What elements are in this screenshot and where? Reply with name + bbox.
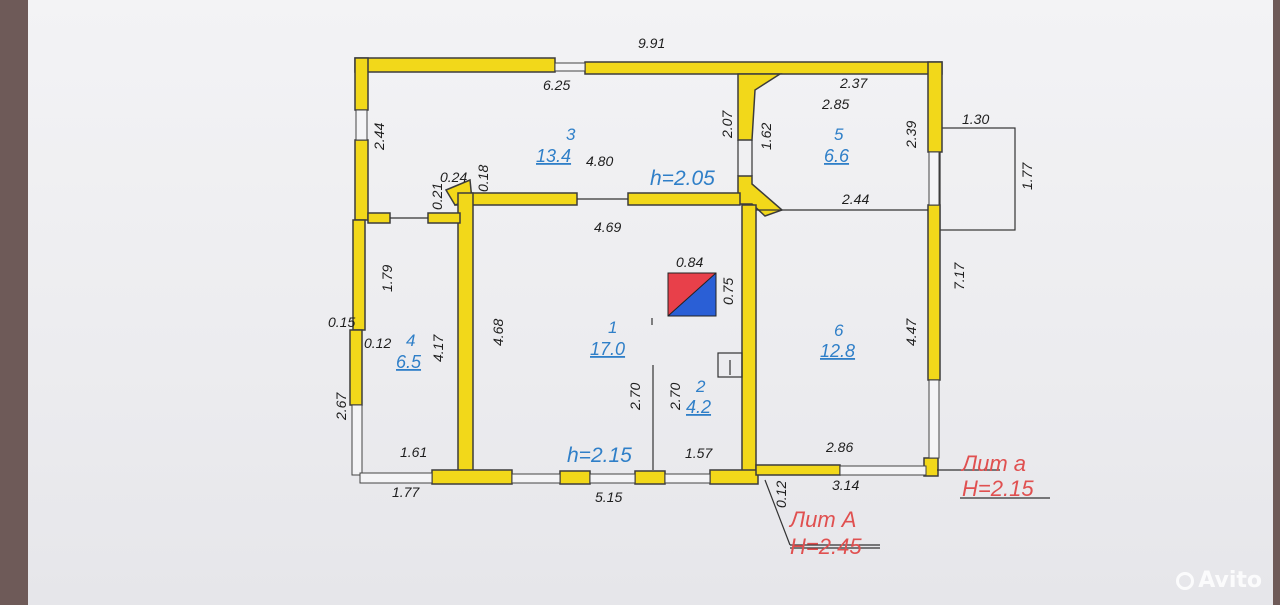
paper-sheet — [28, 0, 1273, 605]
room-5-number: 5 — [834, 125, 844, 144]
window-bottom-left — [359, 472, 433, 484]
dim-1-77-bottom: 1.77 — [392, 484, 420, 500]
dim-2-07: 2.07 — [719, 110, 735, 139]
wall-right-lower — [927, 204, 941, 381]
room-3-area: 13.4 — [536, 146, 571, 166]
wall-left-upper — [354, 57, 369, 111]
dim-2-39: 2.39 — [903, 121, 919, 149]
window-left-upper — [355, 109, 368, 141]
dim-4-69: 4.69 — [594, 219, 621, 235]
window-bottom-mid1 — [511, 473, 561, 484]
stove — [667, 272, 717, 317]
room-5-area: 6.6 — [824, 146, 850, 166]
annex-outline — [939, 127, 1016, 231]
dim-0-15: 0.15 — [328, 314, 355, 330]
room-2-area: 4.2 — [686, 397, 711, 417]
room-6-number: 6 — [834, 321, 844, 340]
dimension-labels: 9.91 6.25 2.37 1.30 1.77 2.44 4.80 2.07 … — [328, 35, 1035, 508]
dim-2-44-left: 2.44 — [371, 123, 387, 151]
room-4-area: 6.5 — [396, 352, 422, 372]
dim-7-17: 7.17 — [951, 262, 967, 290]
avito-watermark: Avito — [1176, 568, 1262, 593]
dim-2-70-a: 2.70 — [627, 383, 643, 411]
room-1-area: 17.0 — [590, 339, 625, 359]
wall-top-right — [584, 61, 943, 75]
litera-small: Лит а — [960, 451, 1026, 476]
wall-left-bottom — [349, 329, 363, 406]
window-right-upper — [928, 151, 940, 206]
dim-0-84: 0.84 — [676, 254, 703, 270]
dim-4-68: 4.68 — [490, 319, 506, 346]
ceiling-height-lower: h=2.15 — [567, 444, 632, 467]
wall-partition-4-1 — [457, 192, 474, 484]
dim-2-67: 2.67 — [333, 392, 349, 421]
window-bottom-right — [839, 465, 927, 476]
wall-right-upper — [927, 61, 943, 153]
dim-4-17: 4.17 — [430, 334, 446, 362]
litera-big-height: H=2.45 — [790, 534, 862, 559]
window-bottom-mid3 — [664, 473, 711, 484]
dim-0-18: 0.18 — [475, 165, 491, 192]
dim-1-62: 1.62 — [758, 123, 774, 150]
wall-bottom-b — [559, 470, 591, 485]
wall-top-left — [354, 57, 556, 73]
dim-0-21: 0.21 — [429, 183, 445, 210]
dim-0-12-bottom: 0.12 — [773, 481, 789, 508]
room-3-number: 3 — [566, 125, 576, 144]
watermark-text: Avito — [1198, 568, 1262, 593]
window-left-lower — [351, 404, 363, 476]
dim-4-47: 4.47 — [903, 318, 919, 346]
litera-big: Лит А — [788, 507, 856, 532]
wall-stub-left — [367, 212, 391, 224]
room-1-number: 1 — [608, 318, 617, 337]
wall-stub-right — [427, 212, 461, 224]
dim-2-85: 2.85 — [821, 96, 849, 112]
wall-bottom-c — [634, 470, 666, 485]
room-6-area: 12.8 — [820, 341, 855, 361]
windows — [351, 62, 940, 484]
wall-bottom-a — [431, 469, 513, 485]
dim-4-80: 4.80 — [586, 153, 613, 169]
dim-2-70-b: 2.70 — [667, 383, 683, 411]
wall-bottom-d — [709, 469, 759, 485]
dim-0-12-left: 0.12 — [364, 335, 391, 351]
wall-bottom-e — [755, 464, 841, 476]
room-4-number: 4 — [406, 331, 415, 350]
wall-mid-right — [627, 192, 741, 206]
walls — [349, 57, 943, 485]
room-2-number: 2 — [695, 377, 706, 396]
avito-logo-icon — [1176, 572, 1195, 590]
window-top — [554, 62, 586, 72]
dim-6-25: 6.25 — [543, 77, 570, 93]
dim-1-79: 1.79 — [379, 265, 395, 292]
wall-left-mid — [354, 139, 369, 221]
dim-2-37: 2.37 — [839, 75, 868, 91]
dim-3-14: 3.14 — [832, 477, 859, 493]
ceiling-height-upper: h=2.05 — [650, 167, 715, 190]
dim-2-44-right: 2.44 — [841, 191, 869, 207]
dim-2-86: 2.86 — [825, 439, 853, 455]
dim-0-75: 0.75 — [720, 278, 736, 305]
dim-total-top: 9.91 — [638, 35, 665, 51]
dim-1-57: 1.57 — [685, 445, 713, 461]
thin-lines — [390, 140, 1050, 549]
window-bottom-mid2 — [589, 473, 636, 484]
window-right — [928, 379, 940, 459]
dim-annex-width: 1.30 — [962, 111, 989, 127]
litera-small-height: H=2.15 — [962, 476, 1034, 501]
wall-partition-1-6 — [741, 204, 757, 481]
dim-annex-depth: 1.77 — [1019, 162, 1035, 190]
dim-5-15: 5.15 — [595, 489, 622, 505]
room-labels: 3 13.4 5 6.6 4 6.5 1 17.0 2 4.2 6 12.8 — [396, 125, 855, 417]
dim-1-61: 1.61 — [400, 444, 427, 460]
wall-partition-3-5 — [737, 73, 783, 141]
dim-0-24: 0.24 — [440, 169, 467, 185]
